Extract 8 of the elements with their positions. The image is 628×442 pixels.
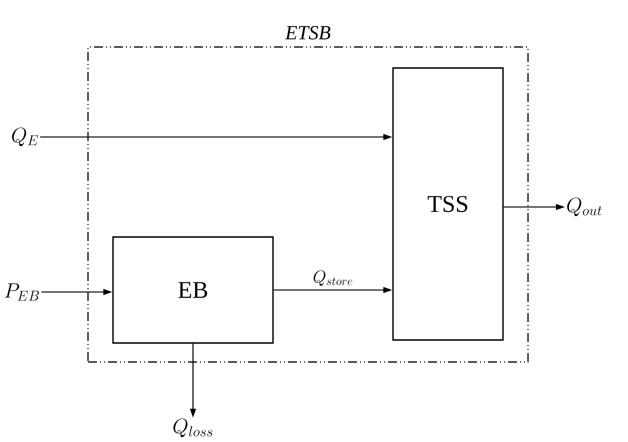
block-box: TSS (392, 67, 504, 341)
node-label: ETSB (284, 26, 330, 40)
variable-label: $Q_{loss}$ (173, 418, 212, 438)
block-box: EB (112, 236, 274, 344)
variable-label: $Q_{E}$ (12, 127, 38, 146)
variable-label: $Q_{out}$ (567, 197, 602, 216)
edge-label: $Q_{store}$ (312, 270, 354, 287)
variable-label: $P_{EB}$ (4, 283, 39, 301)
